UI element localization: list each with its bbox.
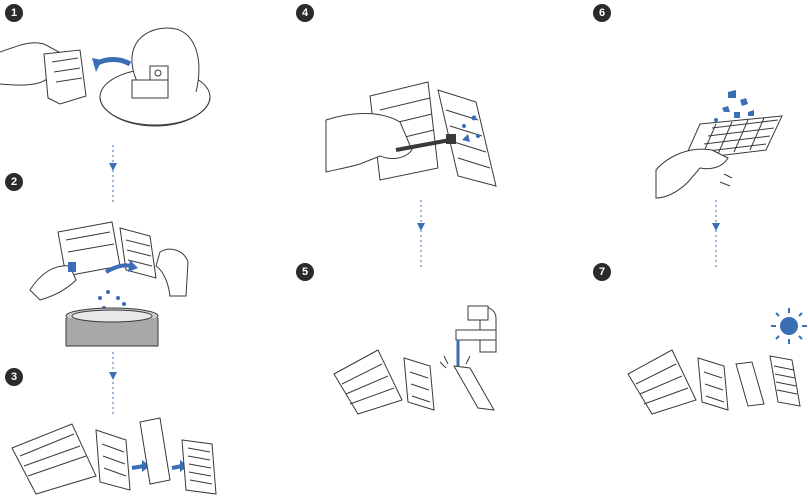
connector-arrow-1-2 (109, 145, 117, 205)
step5-faucet (456, 306, 496, 352)
step3-illustration (12, 418, 216, 494)
connector-arrow-6-7 (712, 200, 720, 268)
step3-hepa-filter (182, 440, 216, 494)
step5-illustration (334, 306, 496, 414)
step6-hand (656, 149, 728, 198)
step6-illustration (656, 90, 782, 198)
step2-trash-can (66, 308, 158, 346)
step7-dust-bin (628, 350, 696, 414)
connector-arrow-2-3 (109, 352, 117, 415)
step4-illustration (326, 82, 496, 186)
step7-illustration (628, 308, 807, 414)
step5-hepa-filter (454, 366, 494, 410)
step5-dust-bin (334, 350, 402, 414)
step2-illustration (30, 222, 188, 346)
step6-dust-particles (714, 90, 754, 122)
step7-sponge (736, 362, 764, 406)
connector-arrow-4-5 (417, 200, 425, 268)
step1-illustration (0, 28, 210, 126)
step2-right-hand (156, 249, 188, 296)
step3-dust-bin (12, 424, 96, 494)
step1-dust-bin (44, 50, 86, 104)
step3-sponge (140, 418, 170, 484)
sun-icon (771, 308, 807, 344)
step7-hepa-filter (770, 356, 800, 406)
